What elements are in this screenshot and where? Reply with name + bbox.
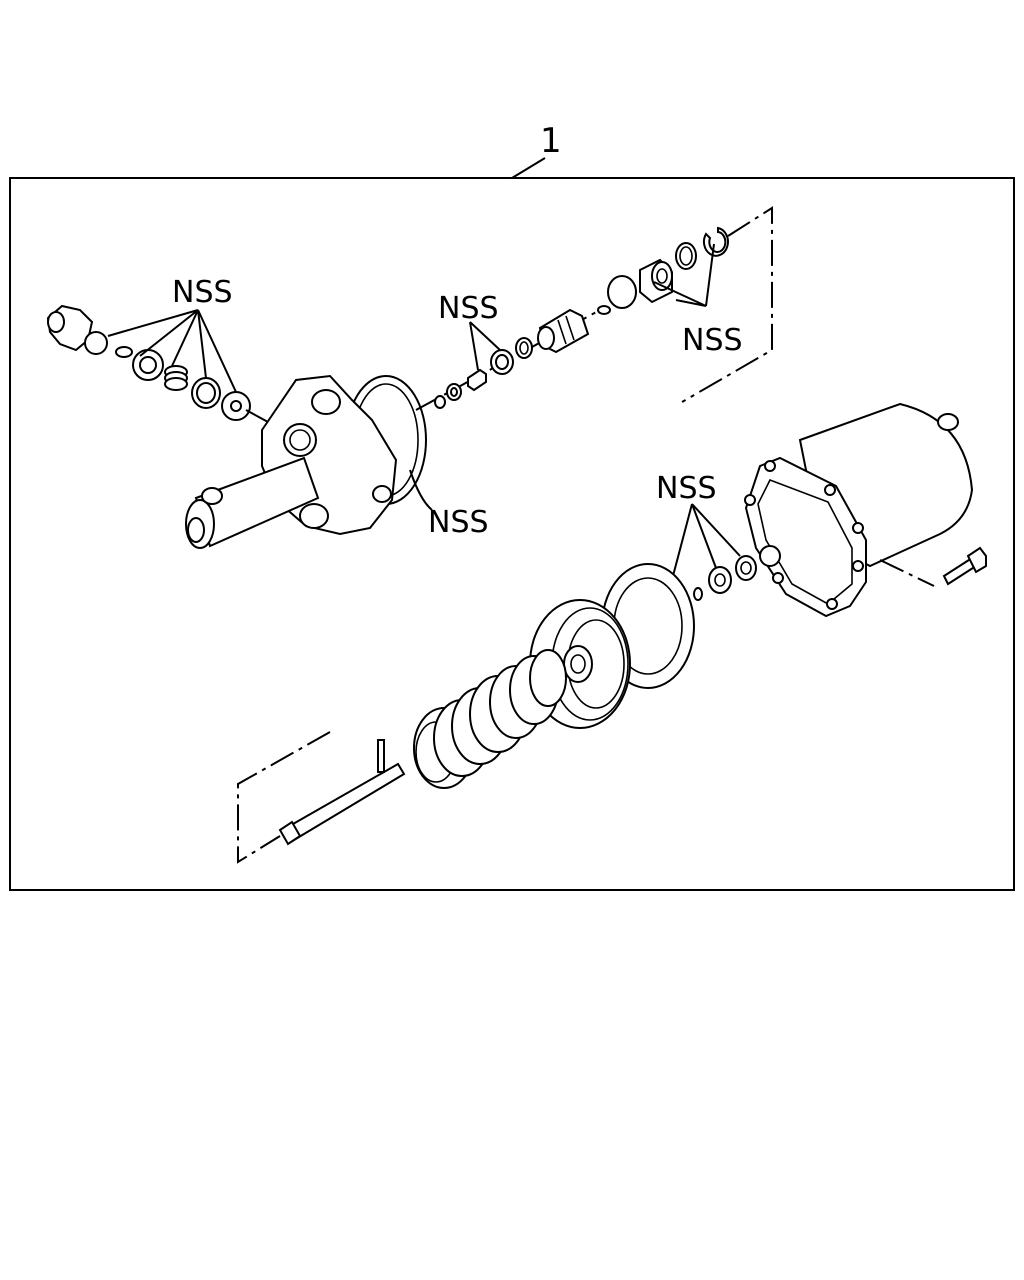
valve-stack-center xyxy=(415,305,611,411)
flange-hole-3 xyxy=(852,522,864,534)
flange-hole-1 xyxy=(764,460,776,472)
nss-leaders-left xyxy=(107,309,237,393)
washer-lower-1 xyxy=(735,555,757,581)
valve-piston-face xyxy=(537,326,555,350)
disc-right xyxy=(607,275,637,309)
booster-canister xyxy=(744,402,987,618)
washer-left-hole xyxy=(139,356,157,374)
housing-nss-leader xyxy=(409,469,433,511)
small-spring xyxy=(164,365,188,391)
push-rod-end xyxy=(278,820,302,846)
small-key xyxy=(597,305,611,315)
seal-left-hole xyxy=(230,400,242,412)
housing-port xyxy=(283,423,317,457)
washer-lower-2 xyxy=(708,566,732,594)
bolt-axis xyxy=(879,559,935,587)
housing-boss-right xyxy=(372,485,392,503)
o-ring-left-hole xyxy=(196,382,216,404)
nss-label-lower-right: NSS xyxy=(656,471,717,506)
flange-center-boss xyxy=(759,545,781,567)
nss-label-top-center: NSS xyxy=(438,291,499,326)
push-rod-shaft xyxy=(284,762,406,842)
nss-label-top-left: NSS xyxy=(172,275,233,310)
housing-boss-bottom xyxy=(299,503,329,529)
bolt-head xyxy=(966,546,987,574)
poppet-seal-hole xyxy=(495,354,509,370)
nss-leaders-center xyxy=(469,321,501,371)
valve-poppet xyxy=(467,368,487,392)
fitting-group-left xyxy=(46,304,291,435)
lower-left-bracket xyxy=(237,731,331,864)
outlet-arm-top-fitting xyxy=(201,487,223,505)
diaphragm-hub xyxy=(563,645,593,683)
main-spring xyxy=(413,649,567,789)
rod-pin xyxy=(377,739,385,773)
nss-label-top-right: NSS xyxy=(682,323,743,358)
center-o-ring xyxy=(515,337,533,359)
small-pin xyxy=(115,346,133,358)
valve-housing xyxy=(185,374,433,549)
flange-hole-4 xyxy=(852,560,864,572)
callout-leader xyxy=(511,157,546,179)
flange-hole-5 xyxy=(826,598,838,610)
flange-hole-7 xyxy=(744,494,756,506)
flange-hole-6 xyxy=(772,572,784,584)
outlet-arm-bore xyxy=(187,517,205,543)
flange-hole-2 xyxy=(824,484,836,496)
callout-number: 1 xyxy=(540,121,562,161)
valve-stack-right xyxy=(607,206,773,403)
elbow-fitting-end xyxy=(47,311,65,333)
push-rod xyxy=(237,731,406,864)
nss-label-housing: NSS xyxy=(428,505,489,540)
small-ring-lower xyxy=(693,587,703,601)
snap-ring-small xyxy=(434,395,446,409)
housing-boss-top xyxy=(311,389,341,415)
snap-ring-right xyxy=(702,226,729,257)
canister-end-cap xyxy=(937,413,959,431)
nss-leaders-right xyxy=(653,243,715,307)
valve-washer-hole xyxy=(450,387,458,397)
ball xyxy=(84,331,108,355)
